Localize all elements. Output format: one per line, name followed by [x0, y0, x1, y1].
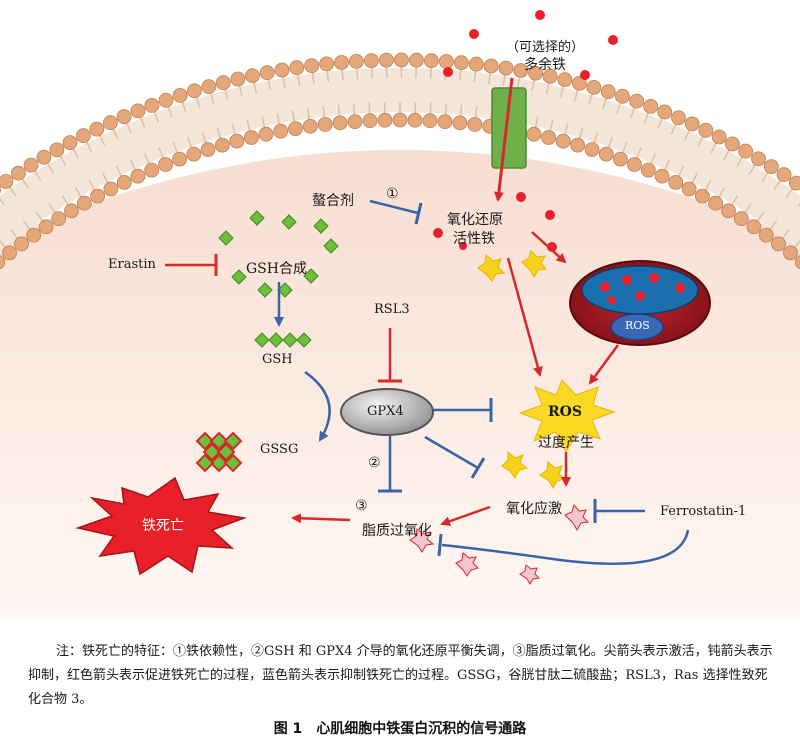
- chelator-inhibit: [369, 199, 419, 215]
- oxidative-stress-sparks: [409, 450, 590, 585]
- ros-sparks-top: [477, 250, 547, 282]
- iron-to-mito-arrow: [531, 231, 567, 264]
- figure-number: 图 1: [273, 721, 303, 737]
- marker-3: ③: [355, 498, 368, 514]
- gssg-diamonds: [195, 431, 243, 473]
- iron-to-ros-arrow: [506, 257, 543, 377]
- ferroptosis-label: 铁死亡: [142, 518, 184, 534]
- gsh-synthesis-label: GSH合成: [246, 261, 307, 277]
- oxidative-stress-label: 氧化应激: [506, 501, 562, 517]
- iron-entry-arrow: [493, 77, 514, 202]
- figure-title: 图 1 心肌细胞中铁蛋白沉积的信号通路: [0, 718, 800, 738]
- redox-iron-label-2: 活性铁: [453, 231, 495, 247]
- ferroptosis-burst: [75, 476, 247, 576]
- ferroptosis-pathway-diagram: （可选择的） 多余铁 螯合剂 ① 氧化还原 活性铁 Erastin GSH合成 …: [0, 10, 800, 620]
- gsh-to-gssg-arrow: [304, 370, 331, 442]
- redox-iron-label-1: 氧化还原: [447, 212, 503, 228]
- stress-to-lipid-arrow: [440, 505, 491, 527]
- excess-iron-label-2: 多余铁: [524, 57, 566, 73]
- mito-to-ros-arrow: [588, 344, 620, 385]
- extracellular-iron: [443, 10, 618, 80]
- mito-ros-label: ROS: [625, 319, 650, 332]
- mitochondrion: [569, 260, 711, 346]
- excess-iron-label-1: （可选择的）: [505, 40, 584, 55]
- gsh-label: GSH: [262, 352, 293, 367]
- rsl3-label: RSL3: [374, 302, 410, 317]
- gpx4-inhibit-stress: [424, 435, 479, 470]
- lipid-to-ferroptosis-arrow: [291, 513, 351, 524]
- cell-membrane: [0, 52, 800, 270]
- marker-2: ②: [368, 455, 381, 471]
- gssg-label: GSSG: [260, 442, 299, 457]
- lipid-peroxidation-label: 脂质过氧化: [362, 523, 432, 539]
- erastin-label: Erastin: [108, 257, 156, 272]
- iron-channel: [491, 87, 527, 169]
- gpx4-label: GPX4: [367, 404, 404, 419]
- ros-label: ROS: [548, 404, 582, 420]
- marker-1: ①: [386, 186, 399, 202]
- ferrostatin-label: Ferrostatin-1: [660, 504, 747, 519]
- chelator-label: 螯合剂: [312, 193, 354, 209]
- ferrostatin-inhibit-lipid: [441, 529, 690, 565]
- gsh-synthesis-diamonds: [218, 210, 339, 348]
- ros-overproduction-label: 过度产生: [538, 435, 594, 451]
- figure-title-text: 心肌细胞中铁蛋白沉积的信号通路: [316, 721, 527, 737]
- figure-caption: 注：铁死亡的特征：①铁依赖性，②GSH 和 GPX4 介导的氧化还原平衡失调，③…: [28, 644, 773, 707]
- gpx4-enzyme: [340, 388, 434, 436]
